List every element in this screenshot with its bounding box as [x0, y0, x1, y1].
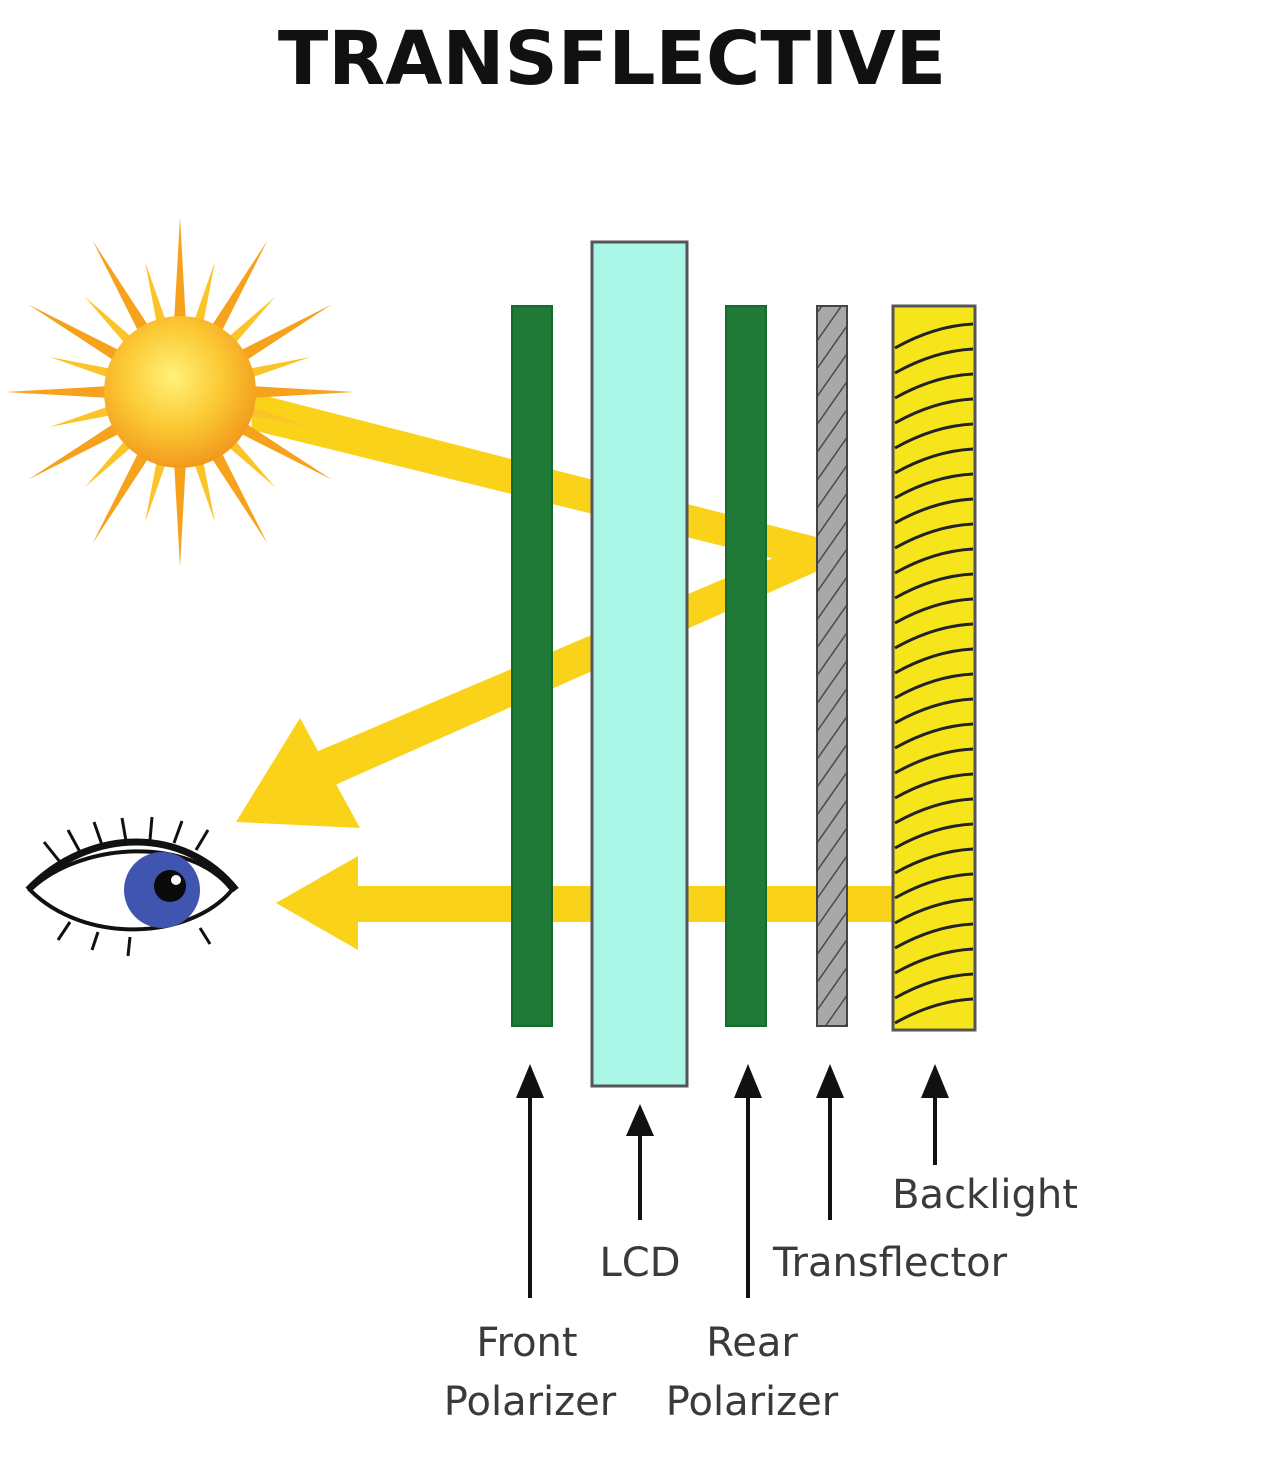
- backlight-stripe: [894, 672, 974, 700]
- lcd-layer: [590, 240, 689, 1088]
- backlight-stripe: [894, 972, 974, 1000]
- backlight-stripe: [894, 822, 974, 850]
- sun-ray: [84, 437, 135, 488]
- eye-icon: [25, 816, 239, 957]
- sun-ray: [49, 405, 114, 427]
- backlight-stripe: [894, 922, 974, 950]
- rear-polarizer-layer: [725, 305, 767, 1027]
- backlight-light-beam: [276, 856, 895, 950]
- backlight-stripe: [894, 722, 974, 750]
- eyelash: [120, 817, 128, 842]
- eyelash: [42, 841, 62, 863]
- label-backlight: Backlight: [892, 1172, 1078, 1218]
- backlight-stripe: [894, 697, 974, 725]
- label-transflector: Transflector: [772, 1240, 1008, 1286]
- backlight-stripe: [894, 472, 974, 500]
- sun-ray: [49, 357, 114, 379]
- backlight-stripe: [894, 847, 974, 875]
- sun-ray: [174, 217, 186, 323]
- eyelash: [148, 816, 154, 841]
- backlight-stripe: [894, 747, 974, 775]
- backlight-stripe: [894, 647, 974, 675]
- eyelash: [56, 921, 72, 941]
- sun-ray: [28, 304, 123, 363]
- sun-ray: [237, 421, 332, 480]
- sun-ray: [92, 449, 151, 544]
- backlight-stripe: [894, 597, 974, 625]
- sun-ray: [246, 357, 311, 379]
- sun-ray: [28, 421, 123, 480]
- backlight-stripe: [894, 872, 974, 900]
- label-arrows: [516, 1064, 949, 1298]
- backlight-stripe: [894, 772, 974, 800]
- label-rear-polarizer-line1: Rear: [706, 1320, 798, 1366]
- reflected-light-beam: [236, 538, 820, 828]
- backlight-stripe: [894, 547, 974, 575]
- backlight-stripe: [894, 997, 974, 1025]
- eyelash: [172, 820, 184, 844]
- sun-ray: [145, 261, 167, 326]
- sun-ray: [237, 304, 332, 363]
- sun-ray: [225, 296, 276, 347]
- sun-ray: [193, 458, 215, 523]
- eyelash: [198, 927, 212, 945]
- label-rear-polarizer-line2: Polarizer: [666, 1379, 839, 1425]
- sun-icon: [5, 217, 355, 567]
- sun-ray: [84, 296, 135, 347]
- backlight-arrowhead: [276, 856, 358, 950]
- eyelash: [126, 936, 132, 957]
- backlight-stripe: [894, 797, 974, 825]
- eyelash: [90, 931, 100, 951]
- backlight-stripes: [894, 322, 974, 1025]
- backlight-layer: [891, 304, 977, 1032]
- eyelash: [66, 829, 82, 853]
- sun-ray: [209, 449, 268, 544]
- front-polarizer-layer: [511, 305, 553, 1027]
- backlight-stripe: [894, 447, 974, 475]
- backlight-stripe: [894, 522, 974, 550]
- backlight-stripe: [894, 897, 974, 925]
- backlight-stripe: [894, 572, 974, 600]
- sun-ray: [174, 461, 186, 567]
- backlight-stripe: [894, 372, 974, 400]
- eye-highlight: [171, 875, 181, 885]
- eyelash: [92, 821, 104, 846]
- sun-ray: [246, 405, 311, 427]
- sun-ray: [209, 240, 268, 335]
- sun-ray: [249, 386, 355, 398]
- label-front-polarizer-line1: Front: [476, 1320, 577, 1366]
- sun-ray: [225, 437, 276, 488]
- sun-ray: [145, 458, 167, 523]
- sun-ray: [193, 261, 215, 326]
- transflector-layer: [816, 305, 848, 1027]
- sun-rays: [5, 217, 355, 567]
- backlight-stripe: [894, 622, 974, 650]
- page-title: TRANSFLECTIVE: [278, 16, 946, 102]
- backlight-stripe: [894, 347, 974, 375]
- sun-ray: [5, 386, 111, 398]
- eyelashes: [42, 816, 212, 957]
- reflected-arrowhead: [236, 718, 360, 828]
- sun-ray: [92, 240, 151, 335]
- pupil: [154, 870, 186, 902]
- backlight-stripe: [894, 422, 974, 450]
- backlight-stripe: [894, 497, 974, 525]
- label-lcd: LCD: [599, 1240, 680, 1286]
- backlight-stripe: [894, 947, 974, 975]
- backlight-stripe: [894, 322, 974, 350]
- label-front-polarizer-line2: Polarizer: [444, 1379, 617, 1425]
- backlight-stripe: [894, 397, 974, 425]
- eyelash: [194, 829, 210, 851]
